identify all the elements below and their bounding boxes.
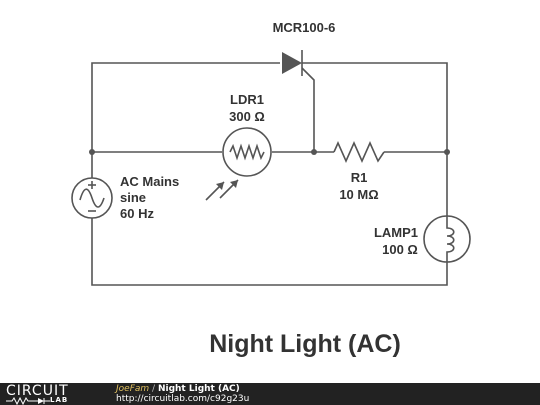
ldr-value-label: 300 Ω (229, 109, 265, 124)
logo-text-top: CIRCUIT (6, 383, 69, 399)
document-url[interactable]: http://circuitlab.com/c92g23u (116, 394, 250, 404)
schematic-diagram: MCR100-6 LDR1 300 Ω R1 10 MΩ AC Mains si… (71, 20, 471, 286)
ldr-name-label: LDR1 (230, 92, 264, 107)
wires (91, 62, 448, 286)
source-freq-label: 60 Hz (120, 206, 154, 221)
resistor-value-label: 10 MΩ (339, 187, 378, 202)
circuitlab-logo[interactable]: CIRCUIT LAB (6, 383, 92, 405)
lamp-name-label: LAMP1 (374, 225, 418, 240)
resistor-name-label: R1 (351, 170, 368, 185)
document-title[interactable]: Night Light (AC) (157, 384, 240, 394)
resistor-symbol (333, 141, 385, 163)
scr-part-label: MCR100-6 (273, 20, 336, 35)
credit-block: JoeFam / Night Light (AC) http://circuit… (116, 384, 249, 404)
lamp-symbol (423, 215, 471, 263)
author-link[interactable]: JoeFam (116, 384, 150, 394)
path-separator: / (152, 384, 156, 394)
ldr-symbol (205, 127, 272, 201)
resistor-logo-icon (6, 397, 50, 405)
scr-symbol (282, 50, 303, 76)
diagram-title: Night Light (AC) (209, 330, 401, 358)
lamp-value-label: 100 Ω (382, 242, 418, 257)
junction-nodes (89, 149, 450, 155)
source-type-label: sine (120, 190, 146, 205)
logo-text-bottom: LAB (50, 396, 69, 404)
ac-source-symbol (71, 177, 113, 219)
footer-bar: CIRCUIT LAB JoeFam / Night Light (AC) ht… (0, 383, 540, 405)
source-name-label: AC Mains (120, 174, 179, 189)
